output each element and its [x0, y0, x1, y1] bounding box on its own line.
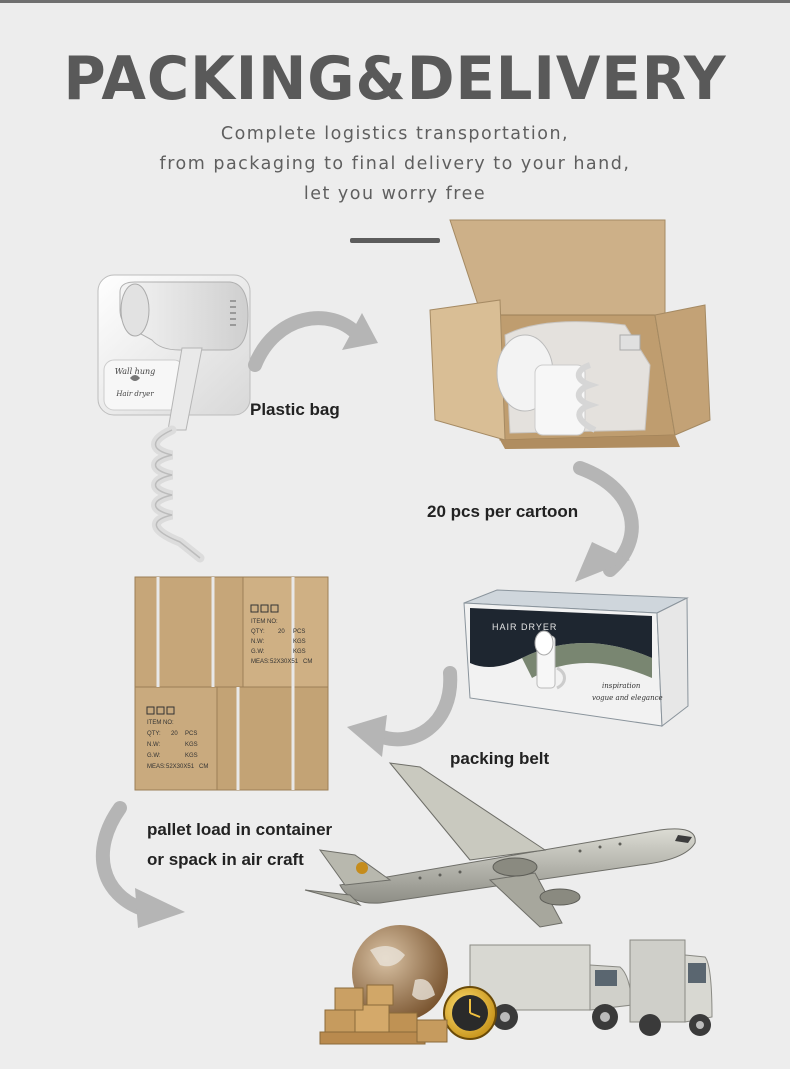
open-carton-image [429, 219, 711, 449]
logistics-vehicles-image [319, 925, 713, 1045]
label-pallet-line-1: pallet load in container [147, 820, 333, 839]
subtitle-line-2: from packaging to final delivery to your… [159, 154, 631, 174]
label-per-carton: 20 pcs per cartoon [427, 502, 579, 521]
carton-b-qty: QTY: [147, 731, 161, 737]
airplane-image [304, 762, 696, 928]
carton-a-meas-value: 52X30X51 [270, 659, 299, 665]
arrow-giftbox-to-cartons [347, 666, 458, 757]
carton-a-nw-unit: KGS [293, 639, 306, 645]
title-divider [350, 238, 440, 243]
carton-b-gw-unit: KGS [185, 753, 198, 759]
carton-a-gw: G.W: [251, 649, 265, 655]
gift-box-brand: HAIR DRYER [492, 622, 557, 632]
arrow-plastic-to-box [248, 311, 378, 372]
top-border [0, 0, 790, 3]
page-title: PACKING&DELIVERY [63, 44, 727, 114]
carton-a-qty: QTY: [251, 629, 265, 635]
carton-a-gw-unit: KGS [293, 649, 306, 655]
carton-a-qty-unit: PCS [293, 629, 305, 635]
carton-stack-image: ITEM NO: QTY: 20 PCS N.W: KGS G.W: KGS M… [134, 576, 329, 791]
badge-line-1: Wall hung [115, 367, 156, 376]
carton-a-qty-value: 20 [278, 629, 285, 635]
carton-b-nw-unit: KGS [185, 742, 198, 748]
carton-a-meas: MEAS: [251, 659, 270, 665]
carton-a-meas-unit: CM [303, 659, 312, 665]
carton-b-qty-value: 20 [171, 731, 178, 737]
carton-a-item: ITEM NO: [251, 619, 278, 625]
carton-b-gw: G.W: [147, 753, 161, 759]
label-pallet-line-2: or spack in air craft [147, 850, 304, 869]
arrow-cartons-to-shipping [95, 801, 185, 928]
hair-dryer-image: Wall hung Hair dryer [97, 274, 251, 563]
subtitle-line-1: Complete logistics transportation, [220, 124, 570, 144]
arrow-box-to-giftbox [573, 461, 639, 582]
subtitle-line-3: let you worry free [303, 184, 487, 204]
carton-b-meas-unit: CM [199, 764, 208, 770]
carton-a-nw: N.W: [251, 639, 265, 645]
carton-b-item: ITEM NO: [147, 720, 174, 726]
label-packing-belt: packing belt [450, 749, 550, 768]
gift-box-image: HAIR DRYER inspiration vogue and eleganc… [463, 589, 689, 727]
carton-b-nw: N.W: [147, 742, 161, 748]
carton-b-meas: MEAS: [147, 764, 166, 770]
label-plastic-bag: Plastic bag [250, 400, 340, 419]
badge-line-2: Hair dryer [115, 390, 154, 398]
carton-b-qty-unit: PCS [185, 731, 197, 737]
carton-b-meas-value: 52X30X51 [166, 764, 195, 770]
gift-box-tagline-2: vogue and elegance [592, 694, 663, 702]
gift-box-tagline-1: inspiration [602, 682, 641, 690]
